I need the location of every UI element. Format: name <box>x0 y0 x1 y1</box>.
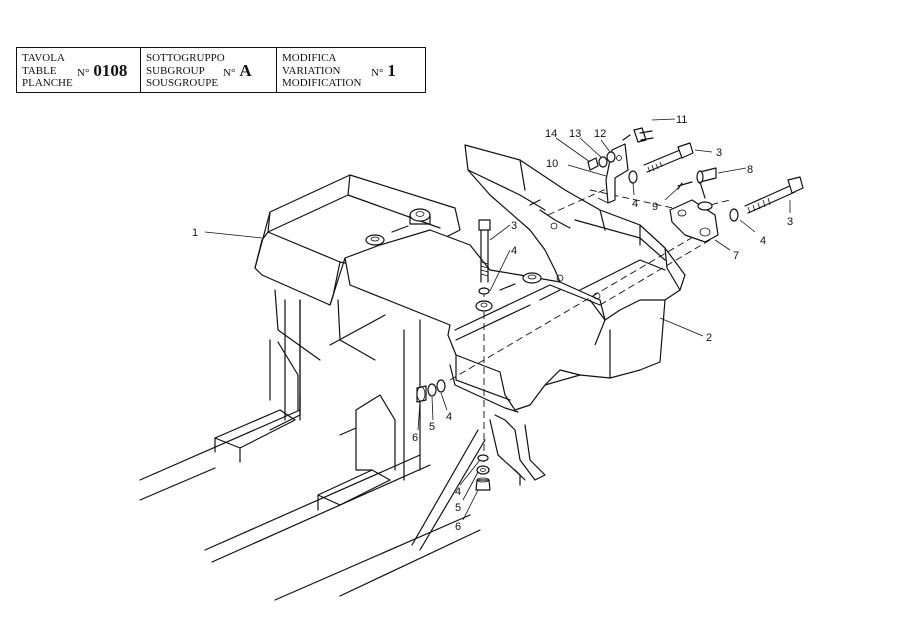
table-number: 0108 <box>93 61 128 80</box>
part-1-cover <box>254 174 461 306</box>
title-block: TAVOLA TABLE PLANCHE N° 0108 SOTTOGRUPPO… <box>16 47 426 93</box>
variation-label-fr: MODIFICATION <box>282 77 362 89</box>
variation-label-it: MODIFICA <box>282 52 337 64</box>
table-cell: TAVOLA TABLE PLANCHE N° 0108 <box>17 48 141 92</box>
table-label-it: TAVOLA <box>22 52 65 64</box>
callout-2: 2 <box>706 332 712 344</box>
subgroup-no-prefix: N° <box>223 67 236 79</box>
subgroup-label-en: SUBGROUP <box>146 64 205 77</box>
callout-7: 7 <box>733 250 739 262</box>
variation-no-prefix: N° <box>371 67 384 79</box>
assembly-lines <box>449 184 731 475</box>
callout-14: 14 <box>545 128 557 140</box>
callout-12: 12 <box>594 128 606 140</box>
table-label-fr: PLANCHE <box>22 77 73 89</box>
hardware <box>416 127 804 491</box>
callout-3-vertical-bolt: 3 <box>511 220 517 232</box>
callout-6-left: 6 <box>412 432 418 444</box>
subgroup-cell: SOTTOGRUPPO SUBGROUP SOUSGROUPE N° A <box>141 48 277 92</box>
subgroup-label-it: SOTTOGRUPPO <box>146 52 225 64</box>
part-2-bracket <box>344 144 686 486</box>
table-label-en: TABLE <box>22 64 57 77</box>
callout-5-left: 5 <box>429 421 435 433</box>
callout-10: 10 <box>546 158 558 170</box>
variation-label-en: VARIATION <box>282 64 341 77</box>
callout-1: 1 <box>192 227 198 239</box>
subgroup-number: A <box>239 61 252 80</box>
callout-labels: 1 2 3 3 3 4 4 4 4 4 5 5 6 6 7 8 9 10 11 … <box>192 114 793 533</box>
callout-6-lower: 6 <box>455 521 461 533</box>
callout-5-lower: 5 <box>455 502 461 514</box>
variation-number: 1 <box>387 61 396 80</box>
callout-8: 8 <box>747 164 753 176</box>
table-no-prefix: N° <box>77 67 90 79</box>
callout-4-left-washer: 4 <box>446 411 452 423</box>
callout-4-bracket-washer: 4 <box>632 198 638 210</box>
leader-lines <box>204 118 791 521</box>
callout-3-right-bolt: 3 <box>787 216 793 228</box>
variation-cell: MODIFICA VARIATION MODIFICATION N° 1 <box>277 48 425 92</box>
frame-rails <box>139 289 486 601</box>
callout-3-upper-bolt: 3 <box>716 147 722 159</box>
callout-9: 9 <box>652 201 658 213</box>
callout-11: 11 <box>676 114 687 126</box>
callout-4-lower-washer: 4 <box>455 486 461 498</box>
callout-4-upper-washer: 4 <box>511 245 517 257</box>
callout-4-right-washer: 4 <box>760 235 766 247</box>
subgroup-label-fr: SOUSGROUPE <box>146 77 219 89</box>
callout-13: 13 <box>569 128 581 140</box>
